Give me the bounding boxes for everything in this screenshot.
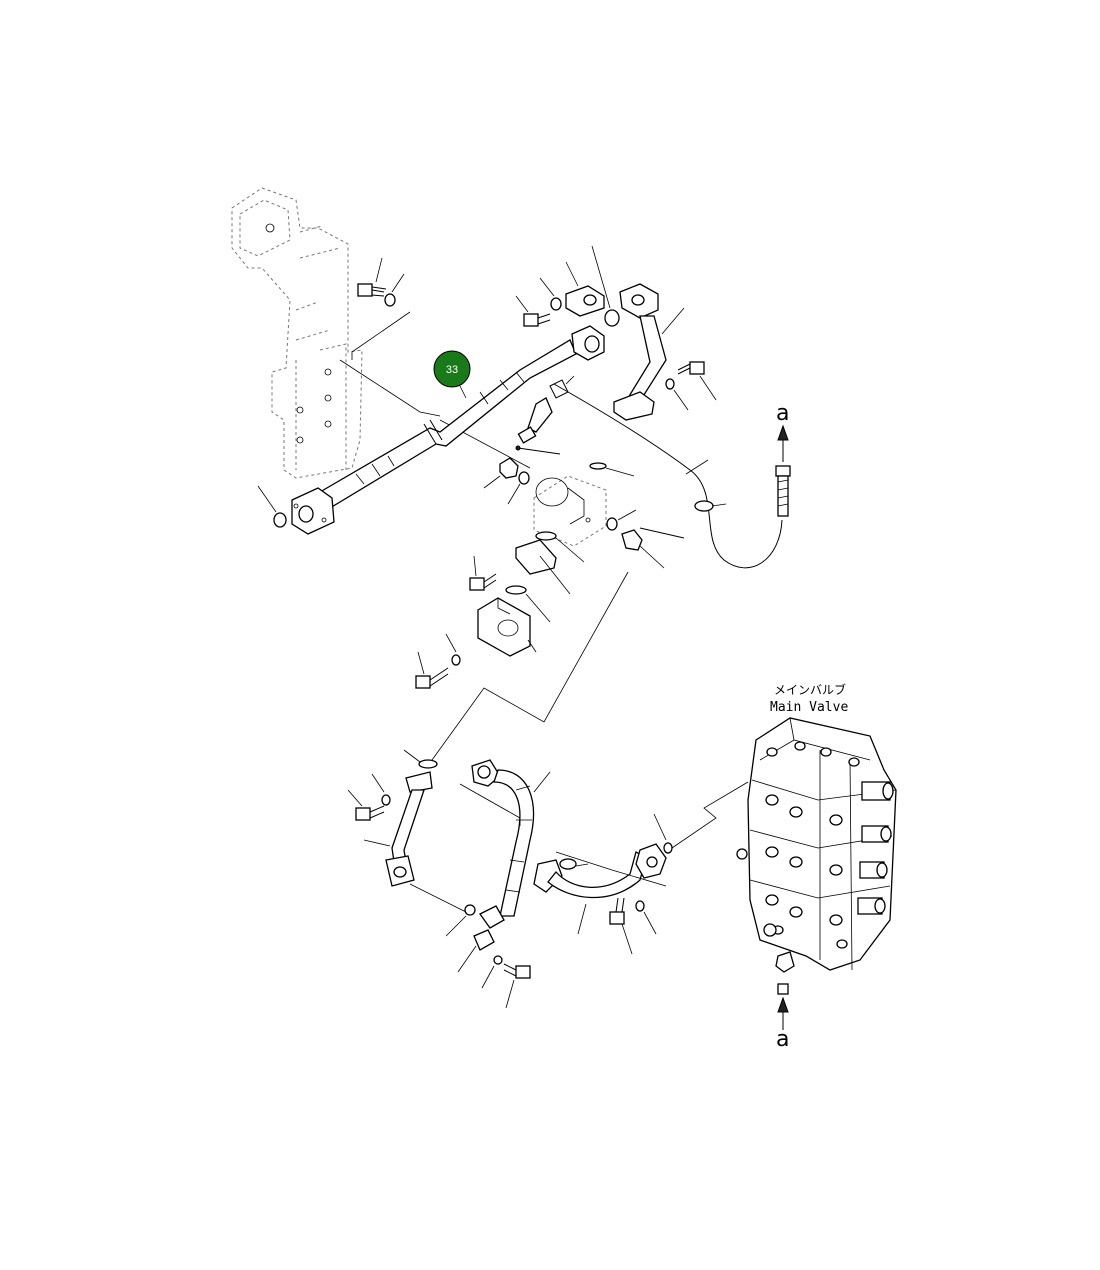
- small-pin: [515, 445, 561, 455]
- ref-label-top: a: [776, 401, 789, 426]
- bolt-upper-left: [357, 257, 387, 297]
- bolt-middle: [469, 555, 497, 591]
- bolt-lower-center: [503, 963, 531, 1009]
- valve-bottom-fitting: [775, 951, 795, 995]
- bolt-lower-middle: [415, 651, 449, 689]
- reference-a-bottom: a: [776, 996, 789, 1052]
- bolt-lower-left: [347, 789, 385, 821]
- sensor-line: [553, 383, 783, 569]
- callout-33-marker[interactable]: [433, 350, 471, 388]
- plug-fitting: [483, 457, 530, 505]
- split-flange: [565, 261, 605, 317]
- o-ring-left: [257, 485, 287, 528]
- valve-ports: [765, 741, 860, 949]
- main-valve: メインバルブ Main Valve: [736, 682, 897, 971]
- elbow-fitting: [517, 375, 575, 444]
- o-ring-middle-2: [505, 585, 551, 623]
- o-ring-upper: [591, 245, 620, 327]
- washer-lower-center: [481, 955, 503, 989]
- center-block: [533, 475, 607, 547]
- tube-lower-left: [363, 771, 433, 887]
- callout-33[interactable]: 33: [433, 350, 471, 399]
- callout-33-number[interactable]: 33: [446, 364, 458, 376]
- hose-lower-center: [459, 759, 551, 929]
- adapter-block: [477, 597, 537, 657]
- tube-upper-right: [613, 283, 685, 421]
- washer-lower-right: [635, 900, 657, 935]
- o-ring-valve-port: [653, 813, 673, 854]
- washer-upper-center: [539, 277, 562, 311]
- hose-assembly: [291, 325, 605, 535]
- bolt-upper-center: [515, 295, 551, 327]
- washer-lower-left: [371, 773, 391, 806]
- main-valve-en-label: Main Valve: [770, 700, 848, 715]
- o-ring-middle: [535, 531, 585, 563]
- o-ring-lower-left: [403, 749, 438, 769]
- bolt-lower-right: [609, 897, 633, 955]
- washer-upper-left: [384, 273, 405, 307]
- washer-upper-right: [665, 378, 689, 411]
- o-ring-lower-center: [445, 904, 476, 937]
- tube-lower-right: [533, 843, 667, 935]
- reference-a-top: a: [775, 401, 791, 517]
- o-ring-lower-right: [559, 858, 589, 870]
- ref-label-bottom: a: [776, 1027, 789, 1052]
- main-valve-jp-label: メインバルブ: [774, 682, 846, 697]
- split-flange-lower: [457, 929, 495, 973]
- mounting-bracket: [231, 187, 363, 479]
- bolt-upper-right: [677, 361, 717, 401]
- washer-lower-middle: [445, 633, 461, 666]
- valve-spool-caps: [857, 781, 894, 915]
- gasket-plate: [515, 539, 571, 595]
